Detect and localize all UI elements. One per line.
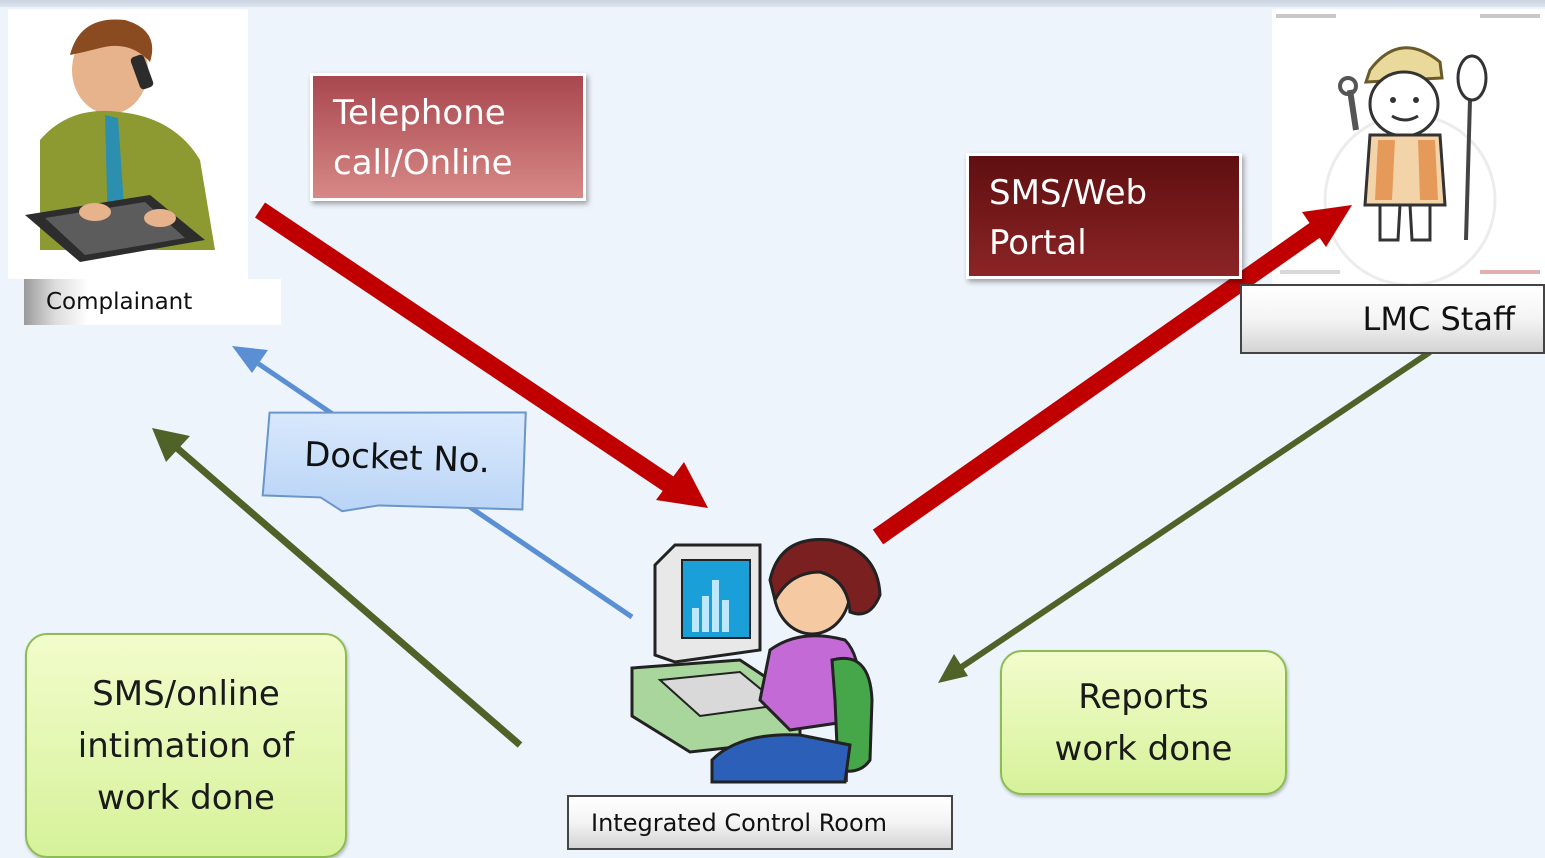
arrow-staff-reports-to-control-room: [938, 349, 1432, 683]
complainant-picture: [8, 9, 248, 279]
docket-number-label: Docket No.: [303, 434, 491, 482]
telephone-call-callout: Telephone call/Online: [310, 73, 586, 201]
arrow-control-room-to-staff: [872, 205, 1352, 545]
intimation-callout: SMS/online intimation of work done: [25, 633, 347, 858]
lmc-staff-label: LMC Staff: [1240, 284, 1545, 354]
reports-work-done-callout: Reports work done: [1000, 650, 1287, 795]
docket-callout: [261, 411, 527, 513]
lmc-staff-picture: [1272, 9, 1545, 287]
arrow-intimation-to-complainant: [152, 428, 523, 748]
top-strip: [0, 0, 1545, 7]
complainant-label: Complainant: [24, 279, 281, 325]
control-room-label: Integrated Control Room: [567, 795, 953, 850]
sms-web-portal-callout: SMS/Web Portal: [966, 153, 1242, 279]
arrow-complaint-to-control-room: [254, 202, 708, 508]
control-room-picture: [630, 538, 882, 784]
